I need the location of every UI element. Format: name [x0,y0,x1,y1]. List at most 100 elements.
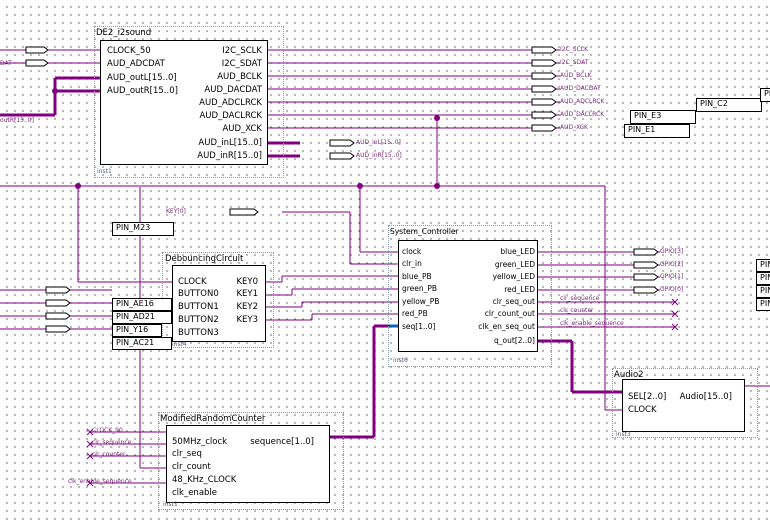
i2s-out-2: AUD_BCLK [217,72,262,82]
audio-out-0: Audio[15..0] [679,392,732,402]
sysctl-frame [388,225,552,367]
sysctl-out-3: red_LED [504,285,535,294]
pin-assign-ae16: PIN_AE16 [112,298,172,311]
debounce-out-2: KEY2 [236,302,258,312]
i2s-block[interactable] [100,40,268,165]
pin-assign-m23: PIN_M23 [112,222,174,236]
i2s-out-4: AUD_ADCLRCK [199,98,262,108]
i2s-out-0: I2C_SCLK [222,46,262,56]
i2s-in-3: AUD_outR[15..0] [107,86,178,96]
sysctl-in-3: green_PB [402,284,438,293]
debounce-title: DebouncingCircuit [165,254,244,264]
i2s-in-0: CLOCK_50 [107,46,151,56]
debounce-in-0: CLOCK [178,277,207,287]
sysctl-in-2: blue_PB [402,272,432,281]
audio-block[interactable] [622,379,745,432]
audio-frame [612,368,758,438]
audio-in-1: CLOCK [628,405,657,415]
port-gpio0[interactable]: GPIO[0] [660,286,684,293]
rand-frame [158,412,344,510]
debounce-inst: inst4 [172,341,187,348]
port-aud-inr[interactable]: AUD_inR[15..0] [356,152,402,159]
audio-inst: inst3 [616,431,631,438]
rand-inst: inst1 [163,501,178,508]
audio-in-0: SEL[2..0] [628,392,667,402]
net-key0: KEY[0] [166,208,186,215]
rand-title: ModifiedRandomCounter [160,414,266,424]
net-left-outr: outR[15..0] [0,117,34,124]
pin-assign-edge-3: PIN_ [756,285,770,298]
net-clr-sequence: clr_sequence [560,295,600,302]
i2s-out-5: AUD_DACLRCK [199,111,262,121]
net-left-dat: DAT [0,60,12,67]
net-rand-clk-enable-seq: clk_enable_sequence [68,478,132,485]
pin-assign-edge-4: PIN_ [756,298,770,311]
i2s-out-3: AUD_DACDAT [204,85,262,95]
net-rand-clr-sequence: clr_sequence [92,439,132,446]
audio-title: Audio2 [614,370,644,380]
i2s-title: DE2_i2sound [96,28,152,38]
rand-block[interactable] [166,425,330,503]
port-aud-dacdat[interactable]: AUD_DACDAT [560,85,601,92]
pin-assign-edge-2: PIN_ [756,272,770,285]
port-aud-inl[interactable]: AUD_inL[15..0] [356,139,401,146]
port-aud-bclk[interactable]: AUD_BCLK [560,72,592,79]
port-i2c-sdat[interactable]: I2C_SDAT [560,59,589,66]
port-gpio3[interactable]: GPIO[3] [660,248,684,255]
debounce-in-2: BUTTON1 [178,302,219,312]
rand-in-0: 50MHz_clock [172,437,228,447]
pin-assign-e1: PIN_E1 [624,124,690,138]
rand-in-2: clr_count [172,462,211,472]
i2s-out-1: I2C_SDAT [221,59,262,69]
port-gpio1[interactable]: GPIO[1] [660,273,684,280]
port-gpio2[interactable]: GPIO[2] [660,261,684,268]
i2s-in-1: AUD_ADCDAT [107,59,165,69]
debounce-in-1: BUTTON0 [178,289,219,299]
sysctl-inst: inst6 [393,357,408,364]
i2s-out-6: AUD_XCK [222,124,262,134]
net-clk-enable-seq: clk_enable_sequence [560,320,624,327]
sysctl-in-4: yellow_PB [402,297,440,306]
net-rand-clr-counter: clr_counter [92,451,126,458]
rand-in-3: 48_KHz_CLOCK [172,475,237,485]
sysctl-out-0: blue_LED [500,247,535,256]
sysctl-out-7: q_out[2..0] [494,336,535,345]
sysctl-in-6: seq[1..0] [402,322,436,331]
i2s-out-8: AUD_inR[15..0] [197,151,262,161]
pin-assign-y16: PIN_Y16 [112,324,162,337]
debounce-out-3: KEY3 [236,315,258,325]
debounce-out-0: KEY0 [236,277,258,287]
sysctl-out-2: yellow_LED [492,272,535,281]
pin-assign-edge-1: PIN_ [756,259,770,272]
i2s-frame [94,26,284,178]
i2s-inst: inst1 [97,168,112,175]
pin-assign-ad21: PIN_AD21 [112,311,172,324]
debounce-in-4: BUTTON3 [178,328,219,338]
sysctl-out-1: green_LED [494,260,535,269]
i2s-out-7: AUD_inL[15..0] [198,138,262,148]
sysctl-in-0: clock [402,247,422,256]
rand-in-4: clk_enable [172,488,218,498]
net-clr-counter: clr_counter [560,307,594,314]
debounce-block[interactable] [172,265,266,342]
debounce-out-1: KEY1 [236,289,258,299]
pin-assign-c2: PIN_C2 [696,98,762,112]
sysctl-in-1: clr_in [402,259,422,268]
sysctl-out-6: clk_en_seq_out [478,322,535,331]
sysctl-title: System_Controller [390,227,459,236]
port-aud-daclrck[interactable]: AUD_DACLRCK [560,111,605,118]
port-aud-adclrck[interactable]: AUD_ADCLRCK [560,98,605,105]
pin-assign-edge-top: PIN_ [760,88,770,102]
rand-out-0: sequence[1..0] [250,437,314,447]
port-aud-xck[interactable]: AUD_XCK [560,124,588,131]
rand-in-1: clr_seq [172,449,202,459]
sysctl-out-5: clr_count_out [484,309,535,318]
debounce-in-3: BUTTON2 [178,315,219,325]
sysctl-block[interactable] [398,240,538,352]
port-i2c-sclk[interactable]: I2C_SCLK [560,46,589,53]
i2s-in-2: AUD_outL[15..0] [107,73,177,83]
net-clock90: CLOCK_90 [92,427,123,434]
sysctl-in-5: red_PB [402,309,428,318]
pin-assign-ac21: PIN_AC21 [112,337,172,350]
pin-assign-e3: PIN_E3 [630,110,696,124]
